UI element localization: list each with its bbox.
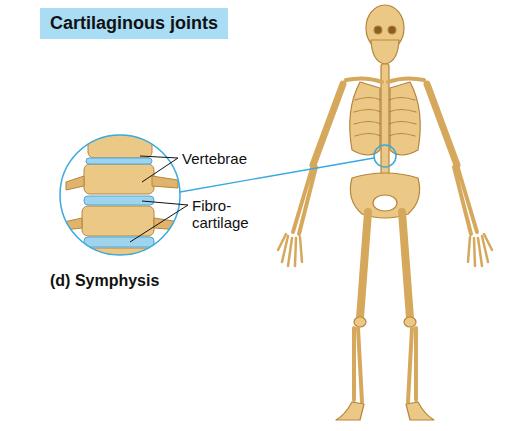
figure-label: (d) Symphysis [50,272,159,290]
part-label: Fibro- cartilage [192,197,266,232]
highlight-ring [374,145,396,167]
leader-lines [130,156,188,242]
title-band: Cartilaginous joints [40,8,228,39]
part-label: Vertebrae [182,150,247,167]
skeleton [278,5,492,420]
